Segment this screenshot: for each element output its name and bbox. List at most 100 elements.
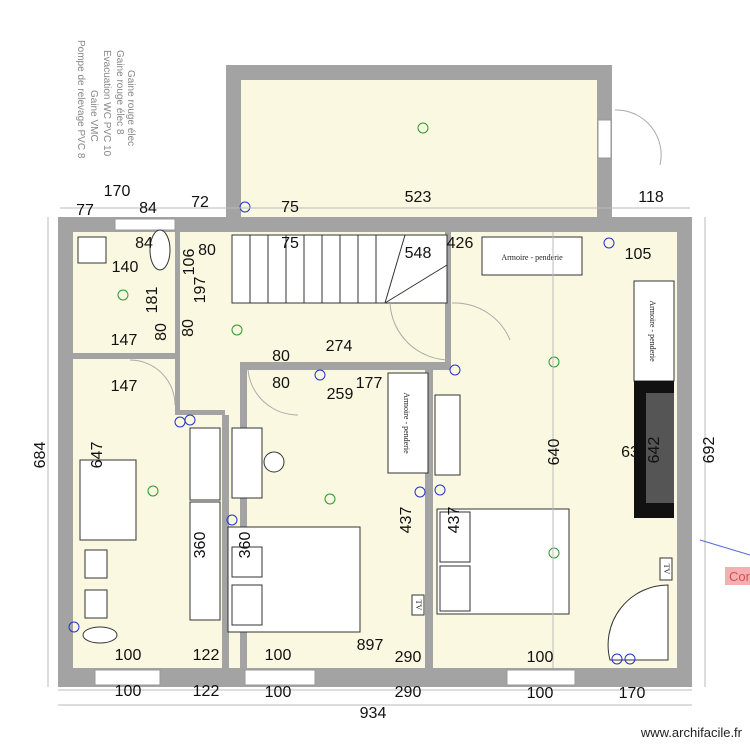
outlet-icon <box>603 237 615 249</box>
upper-room-floor <box>241 80 597 217</box>
wardrobe-right: Armoire - penderie <box>633 280 675 382</box>
dimension-lines <box>47 207 750 706</box>
svg-text:426: 426 <box>447 235 474 252</box>
svg-text:122: 122 <box>193 647 220 664</box>
svg-text:170: 170 <box>619 685 646 702</box>
svg-text:100: 100 <box>265 647 292 664</box>
svg-text:80: 80 <box>180 319 197 337</box>
svg-text:TV: TV <box>662 564 671 575</box>
bed-left <box>227 526 361 633</box>
svg-text:100: 100 <box>265 684 292 701</box>
svg-text:75: 75 <box>281 199 299 216</box>
site-credit[interactable]: www.archifacile.fr <box>640 725 743 740</box>
cut-label-bg <box>725 567 750 585</box>
svg-text:84: 84 <box>139 200 157 217</box>
outlet-icon <box>184 414 196 426</box>
svg-text:181: 181 <box>144 287 161 314</box>
cut-label: Cor <box>729 569 750 584</box>
svg-text:437: 437 <box>398 507 415 534</box>
svg-text:80: 80 <box>198 242 216 259</box>
sink-1 <box>84 549 108 579</box>
svg-text:897: 897 <box>357 637 384 654</box>
svg-text:692: 692 <box>701 437 718 464</box>
outlet-icon <box>449 364 461 376</box>
svg-text:100: 100 <box>527 685 554 702</box>
fireplace-insert <box>646 393 674 503</box>
svg-text:100: 100 <box>115 683 142 700</box>
svg-text:Gaine VMC: Gaine VMC <box>88 90 99 142</box>
svg-text:Evacuation WC PVC 10: Evacuation WC PVC 10 <box>101 50 112 157</box>
svg-text:170: 170 <box>104 183 131 200</box>
ceiling-light-icon <box>417 122 429 134</box>
svg-text:63: 63 <box>621 444 639 461</box>
svg-text:147: 147 <box>111 332 138 349</box>
tv-left: TV <box>411 594 425 616</box>
svg-text:140: 140 <box>112 259 139 276</box>
corner-desk <box>607 584 669 661</box>
ceiling-light-icons <box>117 122 560 559</box>
windows <box>94 119 612 686</box>
outlet-icon <box>314 369 326 381</box>
svg-text:106: 106 <box>181 249 198 276</box>
svg-text:Gaine rouge élec 8: Gaine rouge élec 8 <box>114 50 125 135</box>
svg-text:548: 548 <box>405 245 432 262</box>
sink-2 <box>84 589 108 619</box>
svg-text:197: 197 <box>192 277 209 304</box>
staircase <box>231 234 448 304</box>
svg-text:TV: TV <box>414 600 423 611</box>
svg-text:Armoire - penderie: Armoire - penderie <box>402 392 411 454</box>
main-floor <box>73 232 677 668</box>
ceiling-light-icon <box>147 485 159 497</box>
svg-text:80: 80 <box>153 323 170 341</box>
ceiling-light-icon <box>548 547 560 559</box>
svg-text:100: 100 <box>115 647 142 664</box>
svg-text:Armoire - penderie: Armoire - penderie <box>501 253 563 262</box>
svg-text:84: 84 <box>135 235 153 252</box>
desk <box>231 427 263 499</box>
dimension-labels: 77 170 84 72 75 523 118 84 140 80 106 75… <box>32 183 718 722</box>
svg-text:934: 934 <box>360 705 387 722</box>
svg-text:80: 80 <box>272 348 290 365</box>
ceiling-light-icon <box>117 289 129 301</box>
svg-text:640: 640 <box>546 439 563 466</box>
ceiling-light-icon <box>324 493 336 505</box>
svg-text:684: 684 <box>32 442 49 469</box>
outlet-icon <box>414 486 426 498</box>
svg-text:360: 360 <box>237 532 254 559</box>
svg-text:360: 360 <box>192 532 209 559</box>
svg-text:642: 642 <box>646 437 663 464</box>
svg-text:Armoire - penderie: Armoire - penderie <box>648 300 657 362</box>
svg-text:523: 523 <box>405 189 432 206</box>
outlet-icon <box>226 514 238 526</box>
shower <box>79 459 137 541</box>
svg-text:118: 118 <box>638 189 664 206</box>
cabinet-1 <box>189 427 221 501</box>
svg-text:75: 75 <box>281 235 299 252</box>
ceiling-light-icon <box>231 324 243 336</box>
svg-text:647: 647 <box>89 442 106 469</box>
outlet-icon <box>611 653 623 665</box>
svg-text:77: 77 <box>76 202 94 219</box>
svg-text:80: 80 <box>272 375 290 392</box>
svg-text:105: 105 <box>625 246 652 263</box>
wardrobe-top: Armoire - penderie <box>481 236 583 276</box>
svg-text:437: 437 <box>446 507 463 534</box>
svg-text:274: 274 <box>326 338 353 355</box>
svg-text:177: 177 <box>356 375 383 392</box>
svg-text:290: 290 <box>395 684 422 701</box>
wardrobe-middle: Armoire - penderie <box>387 372 429 474</box>
bed-right <box>436 508 570 615</box>
toilet <box>82 626 118 644</box>
svg-text:72: 72 <box>191 194 209 211</box>
outlet-icon <box>68 621 80 633</box>
chair <box>263 451 285 473</box>
pipe-notes: Gaine rouge élec Gaine rouge élec 8 Evac… <box>75 40 136 159</box>
svg-text:100: 100 <box>527 649 554 666</box>
svg-text:290: 290 <box>395 649 422 666</box>
outlet-icon <box>239 201 251 213</box>
outlet-icons <box>68 201 636 665</box>
svg-text:Gaine rouge élec: Gaine rouge élec <box>125 70 136 146</box>
outlet-icon <box>624 653 636 665</box>
svg-text:122: 122 <box>193 683 220 700</box>
